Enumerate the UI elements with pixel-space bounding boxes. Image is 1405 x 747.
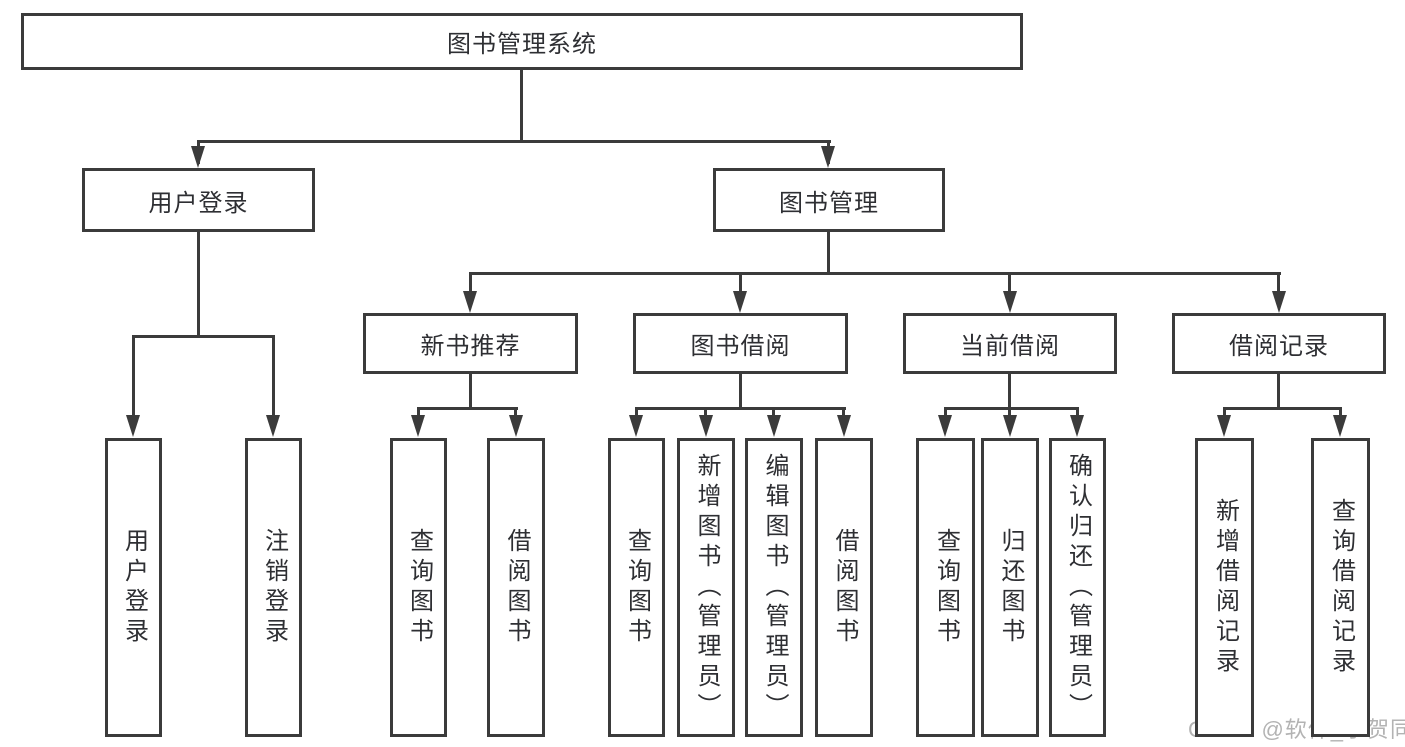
connector-line: [1076, 407, 1079, 421]
arrowhead-down-icon: [463, 291, 477, 313]
node-v-return-book: 归还图书: [981, 438, 1039, 737]
arrowhead-down-icon: [1003, 415, 1017, 437]
connector-line: [417, 407, 420, 421]
connector-line: [132, 335, 135, 421]
connector-line: [944, 407, 1079, 410]
connector-line: [635, 407, 846, 410]
arrowhead-down-icon: [938, 415, 952, 437]
connector-line: [772, 407, 775, 421]
connector-line: [514, 407, 517, 421]
node-book-borrow: 图书借阅: [633, 313, 848, 374]
arrowhead-down-icon: [1333, 415, 1347, 437]
arrowhead-down-icon: [837, 415, 851, 437]
node-new-book-recommend: 新书推荐: [363, 313, 578, 374]
connector-line: [1277, 374, 1280, 410]
connector-line: [1223, 407, 1341, 410]
node-v-add-book-admin: 新增图书（管理员）: [677, 438, 735, 737]
connector-line: [197, 140, 831, 143]
node-v-query-book-1: 查询图书: [390, 438, 447, 737]
connector-line: [1277, 272, 1280, 294]
arrowhead-down-icon: [733, 291, 747, 313]
arrowhead-down-icon: [1070, 415, 1084, 437]
node-v-add-borrow-record: 新增借阅记录: [1195, 438, 1254, 737]
connector-line: [1223, 407, 1226, 421]
connector-line: [469, 374, 472, 410]
arrowhead-down-icon: [1217, 415, 1231, 437]
connector-line: [1008, 407, 1011, 421]
connector-line: [197, 232, 200, 338]
node-v-query-book-2: 查询图书: [608, 438, 665, 737]
node-user-login: 用户登录: [82, 168, 315, 232]
node-v-borrow-book-2: 借阅图书: [815, 438, 873, 737]
connector-line: [635, 407, 638, 421]
node-borrow-records: 借阅记录: [1172, 313, 1386, 374]
arrowhead-down-icon: [1003, 291, 1017, 313]
connector-line: [469, 272, 472, 294]
node-book-management: 图书管理: [713, 168, 945, 232]
connector-line: [739, 272, 742, 294]
connector-line: [827, 232, 830, 275]
arrowhead-down-icon: [266, 415, 280, 437]
connector-line: [417, 407, 518, 410]
connector-line: [739, 374, 742, 410]
arrowhead-down-icon: [699, 415, 713, 437]
connector-line: [944, 407, 947, 421]
arrowhead-down-icon: [821, 146, 835, 168]
arrowhead-down-icon: [411, 415, 425, 437]
node-v-user-login: 用户登录: [105, 438, 162, 737]
connector-line: [272, 335, 275, 421]
connector-line: [132, 335, 275, 338]
node-v-query-borrow-record: 查询借阅记录: [1311, 438, 1370, 737]
node-v-borrow-book-1: 借阅图书: [487, 438, 545, 737]
connector-line: [1008, 272, 1011, 294]
arrowhead-down-icon: [509, 415, 523, 437]
node-v-query-book-3: 查询图书: [916, 438, 975, 737]
node-v-logout: 注销登录: [245, 438, 302, 737]
arrowhead-down-icon: [629, 415, 643, 437]
connector-line: [842, 407, 845, 421]
connector-line: [520, 70, 523, 143]
arrowhead-down-icon: [191, 146, 205, 168]
node-v-edit-book-admin: 编辑图书（管理员）: [745, 438, 803, 737]
node-root: 图书管理系统: [21, 13, 1023, 70]
connector-line: [1008, 374, 1011, 410]
connector-line: [1339, 407, 1342, 421]
node-current-borrow: 当前借阅: [903, 313, 1117, 374]
arrowhead-down-icon: [126, 415, 140, 437]
arrowhead-down-icon: [1272, 291, 1286, 313]
connector-line: [704, 407, 707, 421]
connector-line: [469, 272, 1281, 275]
node-v-confirm-return-admin: 确认归还（管理员）: [1049, 438, 1106, 737]
arrowhead-down-icon: [767, 415, 781, 437]
